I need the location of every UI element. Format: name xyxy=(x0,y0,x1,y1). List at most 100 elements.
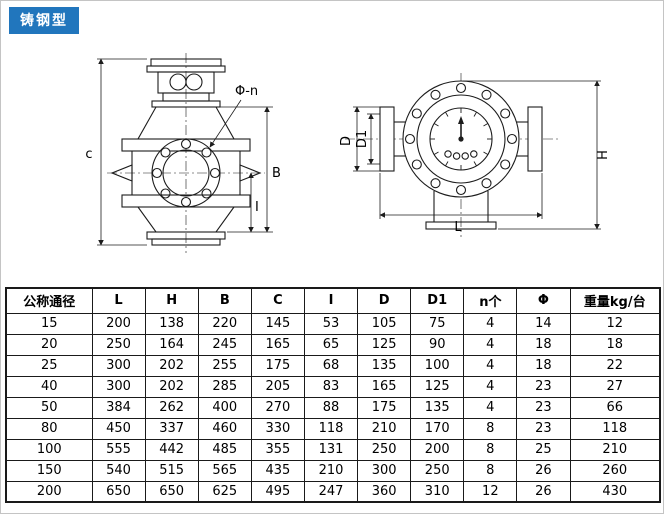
dim-label-c: c xyxy=(85,147,92,162)
table-cell: 205 xyxy=(250,375,305,398)
table-cell: 65 xyxy=(303,333,359,356)
table-cell: 90 xyxy=(410,333,465,356)
table-cell: 4 xyxy=(463,354,518,377)
table-cell: 165 xyxy=(357,375,412,398)
dimension-h: H xyxy=(463,80,611,230)
dimension-i: I xyxy=(248,172,259,233)
table-cell: 495 xyxy=(250,480,305,503)
table-cell: 200 xyxy=(410,438,465,461)
table-cell: 285 xyxy=(197,375,252,398)
dimension-d: D xyxy=(339,106,380,172)
table-cell: 22 xyxy=(569,354,661,377)
table-cell: 12 xyxy=(569,312,661,335)
table-cell: 20 xyxy=(5,333,93,356)
table-cell: 125 xyxy=(410,375,465,398)
table-cell: 100 xyxy=(5,438,93,461)
side-bolt-holes xyxy=(404,82,518,196)
table-cell: 145 xyxy=(250,312,305,335)
table-cell: 66 xyxy=(569,396,661,419)
table-cell: 40 xyxy=(5,375,93,398)
column-header: C xyxy=(250,287,305,314)
column-header: L xyxy=(91,287,146,314)
table-cell: 310 xyxy=(410,480,465,503)
table-cell: 202 xyxy=(144,354,199,377)
table-cell: 14 xyxy=(516,312,571,335)
column-header: 重量kg/台 xyxy=(569,287,661,314)
table-cell: 83 xyxy=(303,375,359,398)
table-cell: 23 xyxy=(516,375,571,398)
table-cell: 88 xyxy=(303,396,359,419)
counter-head xyxy=(146,58,226,108)
table-cell: 210 xyxy=(569,438,661,461)
table-cell: 75 xyxy=(410,312,465,335)
table-cell: 15 xyxy=(5,312,93,335)
table-cell: 300 xyxy=(357,459,412,482)
table-cell: 485 xyxy=(197,438,252,461)
front-view-drawing: c B I Φ-n xyxy=(85,53,281,253)
table-cell: 8 xyxy=(463,438,518,461)
table-cell: 255 xyxy=(197,354,252,377)
dim-label-d: D xyxy=(339,136,354,146)
dimension-l: L xyxy=(379,173,543,235)
table-cell: 150 xyxy=(5,459,93,482)
table-cell: 50 xyxy=(5,396,93,419)
table-cell: 337 xyxy=(144,417,199,440)
table-cell: 8 xyxy=(463,459,518,482)
table-cell: 460 xyxy=(197,417,252,440)
table-cell: 450 xyxy=(91,417,146,440)
dimension-c: c xyxy=(85,58,147,246)
table-cell: 250 xyxy=(91,333,146,356)
table-cell: 25 xyxy=(516,438,571,461)
dim-label-d1: D1 xyxy=(355,130,370,148)
table-cell: 18 xyxy=(516,333,571,356)
dim-label-h: H xyxy=(596,150,611,160)
column-header: D1 xyxy=(410,287,465,314)
table-cell: 23 xyxy=(516,396,571,419)
table-cell: 18 xyxy=(569,333,661,356)
table-cell: 25 xyxy=(5,354,93,377)
table-cell: 210 xyxy=(303,459,359,482)
table-cell: 330 xyxy=(250,417,305,440)
table-cell: 125 xyxy=(357,333,412,356)
dimension-b: B xyxy=(218,106,281,233)
table-cell: 175 xyxy=(250,354,305,377)
table-cell: 4 xyxy=(463,375,518,398)
table-cell: 200 xyxy=(91,312,146,335)
table-cell: 18 xyxy=(516,354,571,377)
table-cell: 165 xyxy=(250,333,305,356)
table-cell: 270 xyxy=(250,396,305,419)
left-pipe-flange xyxy=(379,106,395,172)
front-bolt-holes xyxy=(151,138,221,208)
table-cell: 26 xyxy=(516,459,571,482)
table-cell: 202 xyxy=(144,375,199,398)
dial-ticks xyxy=(430,108,492,170)
table-cell: 135 xyxy=(410,396,465,419)
table-cell: 175 xyxy=(357,396,412,419)
dial-needle-tip xyxy=(458,116,464,124)
dial-face xyxy=(429,107,493,171)
dim-label-phi-n: Φ-n xyxy=(235,84,258,99)
counter-windows xyxy=(444,150,478,160)
table-cell: 262 xyxy=(144,396,199,419)
table-cell: 118 xyxy=(569,417,661,440)
column-header: H xyxy=(144,287,199,314)
dim-label-i: I xyxy=(255,200,259,215)
table-cell: 200 xyxy=(5,480,93,503)
table-cell: 515 xyxy=(144,459,199,482)
table-cell: 170 xyxy=(410,417,465,440)
table-cell: 300 xyxy=(91,375,146,398)
table-cell: 210 xyxy=(357,417,412,440)
table-cell: 435 xyxy=(250,459,305,482)
bolt-hole-callout: Φ-n xyxy=(209,84,258,148)
table-cell: 250 xyxy=(357,438,412,461)
